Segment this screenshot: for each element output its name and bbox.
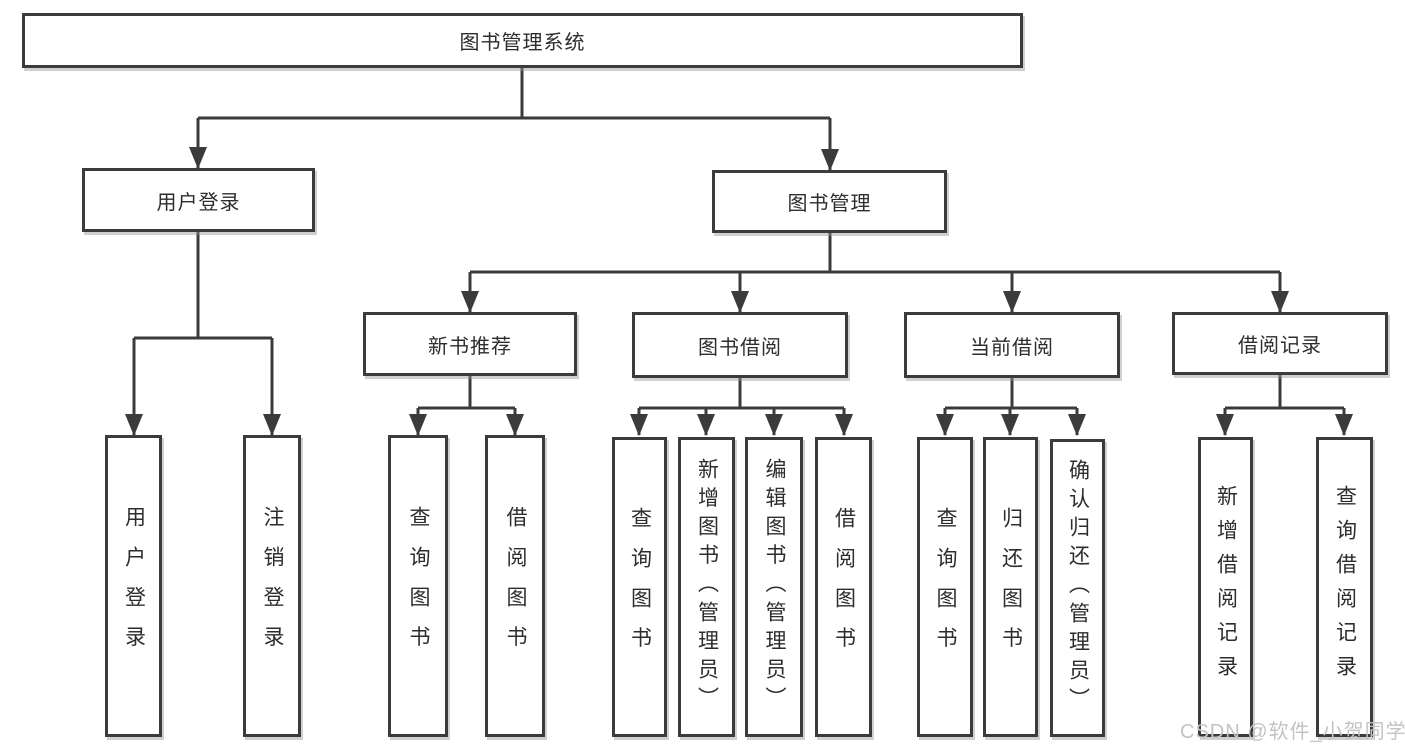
node-label: 图书管理系统 <box>459 32 586 54</box>
node-label: 借阅图书 <box>832 507 856 667</box>
csdn-watermark: CSDN @软件_小贺同学 <box>1180 721 1405 743</box>
node-borrow-records: 借阅记录 <box>1172 312 1388 375</box>
leaf-query-borrow-record: 查询借阅记录 <box>1316 437 1373 737</box>
node-label: 借阅记录 <box>1238 335 1322 357</box>
leaf-borrow-books-recommend: 借阅图书 <box>485 435 545 737</box>
node-current-borrow: 当前借阅 <box>904 312 1120 378</box>
node-label: 归还图书 <box>999 507 1023 667</box>
node-user-login: 用户登录 <box>82 168 315 232</box>
node-label: 查询借阅记录 <box>1333 484 1357 690</box>
leaf-user-login: 用户登录 <box>105 435 162 737</box>
node-label: 编辑图书（管理员） <box>763 458 786 716</box>
leaf-add-book-admin: 新增图书（管理员） <box>678 437 735 737</box>
leaf-query-books-recommend: 查询图书 <box>388 435 448 737</box>
leaf-confirm-return-admin: 确认归还（管理员） <box>1050 439 1105 737</box>
node-label: 注销登录 <box>261 506 284 666</box>
node-label: 图书借阅 <box>698 336 782 359</box>
node-label: 借阅图书 <box>504 506 527 666</box>
leaf-edit-book-admin: 编辑图书（管理员） <box>745 437 803 737</box>
leaf-add-borrow-record: 新增借阅记录 <box>1198 437 1253 737</box>
node-label: 用户登录 <box>156 191 241 214</box>
node-label: 查询图书 <box>407 506 430 666</box>
node-label: 当前借阅 <box>970 336 1054 359</box>
leaf-logout: 注销登录 <box>243 435 301 737</box>
node-label: 新书推荐 <box>428 335 512 358</box>
node-label: 图书管理 <box>787 193 872 215</box>
node-label: 新增图书（管理员） <box>695 458 719 716</box>
leaf-query-books-borrow: 查询图书 <box>612 437 667 737</box>
node-root-library-system: 图书管理系统 <box>22 13 1023 68</box>
node-book-management: 图书管理 <box>712 170 947 233</box>
node-label: 用户登录 <box>122 506 146 666</box>
node-label: 查询图书 <box>934 507 957 667</box>
node-label: 确认归还（管理员） <box>1066 459 1090 717</box>
leaf-borrow-books: 借阅图书 <box>815 437 872 737</box>
node-new-book-recommend: 新书推荐 <box>363 312 577 376</box>
leaf-query-books-current: 查询图书 <box>917 437 973 737</box>
leaf-return-book: 归还图书 <box>983 437 1038 737</box>
node-book-borrow: 图书借阅 <box>632 312 848 378</box>
node-label: 查询图书 <box>628 507 652 667</box>
node-label: 新增借阅记录 <box>1214 484 1238 690</box>
